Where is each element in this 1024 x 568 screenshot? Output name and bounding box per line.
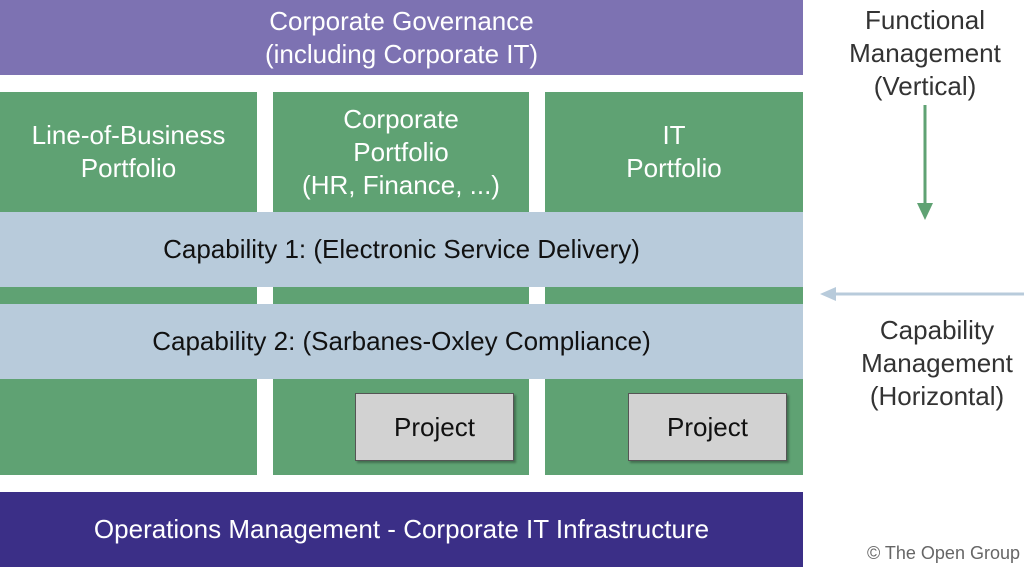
operations-management-bar: Operations Management - Corporate IT Inf… — [0, 492, 803, 567]
capability-label: Capability 1: (Electronic Service Delive… — [163, 234, 640, 264]
label-line: Corporate — [343, 103, 459, 134]
label-line: (HR, Finance, ...) — [302, 169, 500, 200]
vertical-arrow-icon — [917, 105, 933, 220]
operations-label: Operations Management - Corporate IT Inf… — [93, 514, 710, 544]
functional-management-label: Functional Management (Vertical) — [830, 4, 1020, 103]
capability-2-band: Capability 2: (Sarbanes-Oxley Compliance… — [0, 304, 803, 379]
label-line: Portfolio — [626, 153, 722, 183]
capability-label: Capability 2: (Sarbanes-Oxley Compliance… — [152, 326, 651, 356]
copyright-notice: © The Open Group — [866, 543, 1020, 563]
horizontal-arrow-icon — [820, 287, 1024, 301]
label-line: Management — [861, 348, 1013, 378]
label-line: Capability — [879, 315, 995, 345]
governance-subtitle: (including Corporate IT) — [264, 38, 539, 69]
capability-1-band: Capability 1: (Electronic Service Delive… — [0, 212, 803, 287]
portfolio-label: Corporate Portfolio (HR, Finance, ...) — [273, 92, 529, 212]
corporate-governance-bar: Corporate Governance (including Corporat… — [0, 0, 803, 75]
project-box: Project — [355, 393, 514, 461]
label-line: Portfolio — [353, 136, 449, 167]
label-line: IT — [662, 120, 686, 150]
portfolio-label: IT Portfolio — [545, 92, 803, 212]
capability-management-label: Capability Management (Horizontal) — [842, 314, 1024, 413]
label-line: (Horizontal) — [869, 381, 1005, 411]
project-label: Project — [394, 411, 475, 442]
project-box: Project — [628, 393, 787, 461]
label-line: Line-of-Business — [31, 120, 226, 150]
label-line: Functional — [865, 5, 985, 35]
project-label: Project — [667, 411, 748, 442]
governance-title: Corporate Governance — [269, 5, 534, 36]
portfolio-label: Line-of-Business Portfolio — [0, 92, 257, 212]
label-line: Portfolio — [80, 153, 177, 183]
label-line: Management — [849, 38, 1001, 68]
label-line: (Vertical) — [873, 71, 977, 101]
